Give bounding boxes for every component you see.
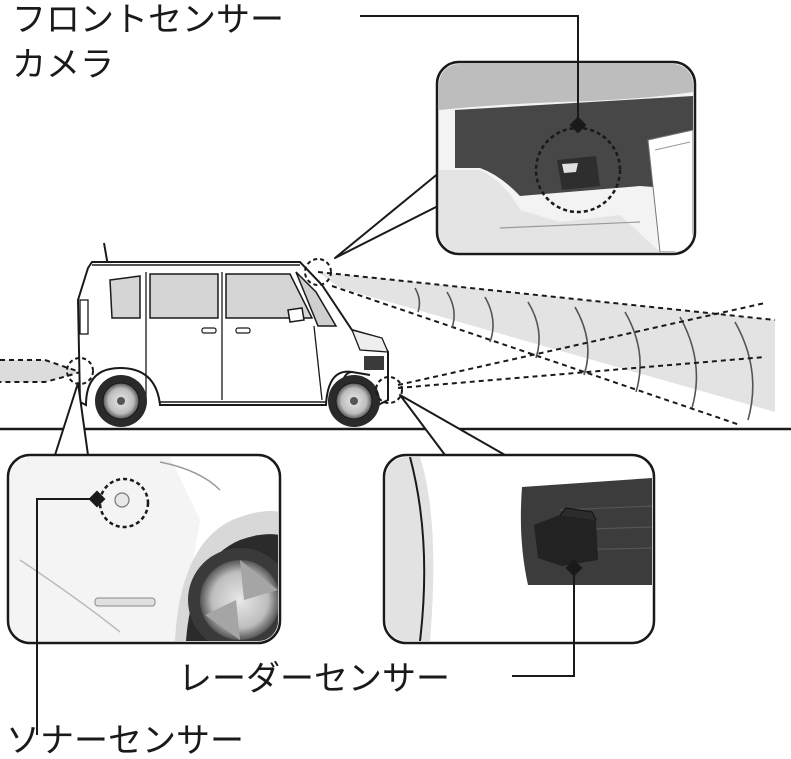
sonar-sensor-marker: [66, 357, 94, 385]
front-camera-detail-panel: [435, 60, 697, 256]
camera-callout-pointer: [334, 171, 441, 259]
sonar-detection-area: [0, 359, 84, 383]
sonar-sensor-label: ソナーセンサー: [6, 721, 244, 759]
car-illustration: [76, 242, 390, 427]
front-camera-label-line2: カメラ: [12, 45, 114, 85]
leader-lines: [36, 15, 587, 735]
radar-callout-pointer: [399, 394, 506, 456]
front-camera-marker: [304, 258, 332, 286]
sonar-zoom-marker: [98, 477, 150, 529]
radar-detection-area: [397, 302, 766, 389]
radar-sensor-marker: [375, 376, 403, 404]
radar-detail-panel: [382, 453, 656, 645]
front-camera-detection-area: [317, 271, 776, 426]
sonar-detail-panel: [6, 453, 282, 645]
rear-wheel: [95, 375, 147, 427]
front-camera-label-line1: フロントセンサー: [12, 0, 284, 40]
front-wheel: [328, 375, 380, 427]
radar-sensor-label: レーダーセンサー: [178, 659, 450, 699]
